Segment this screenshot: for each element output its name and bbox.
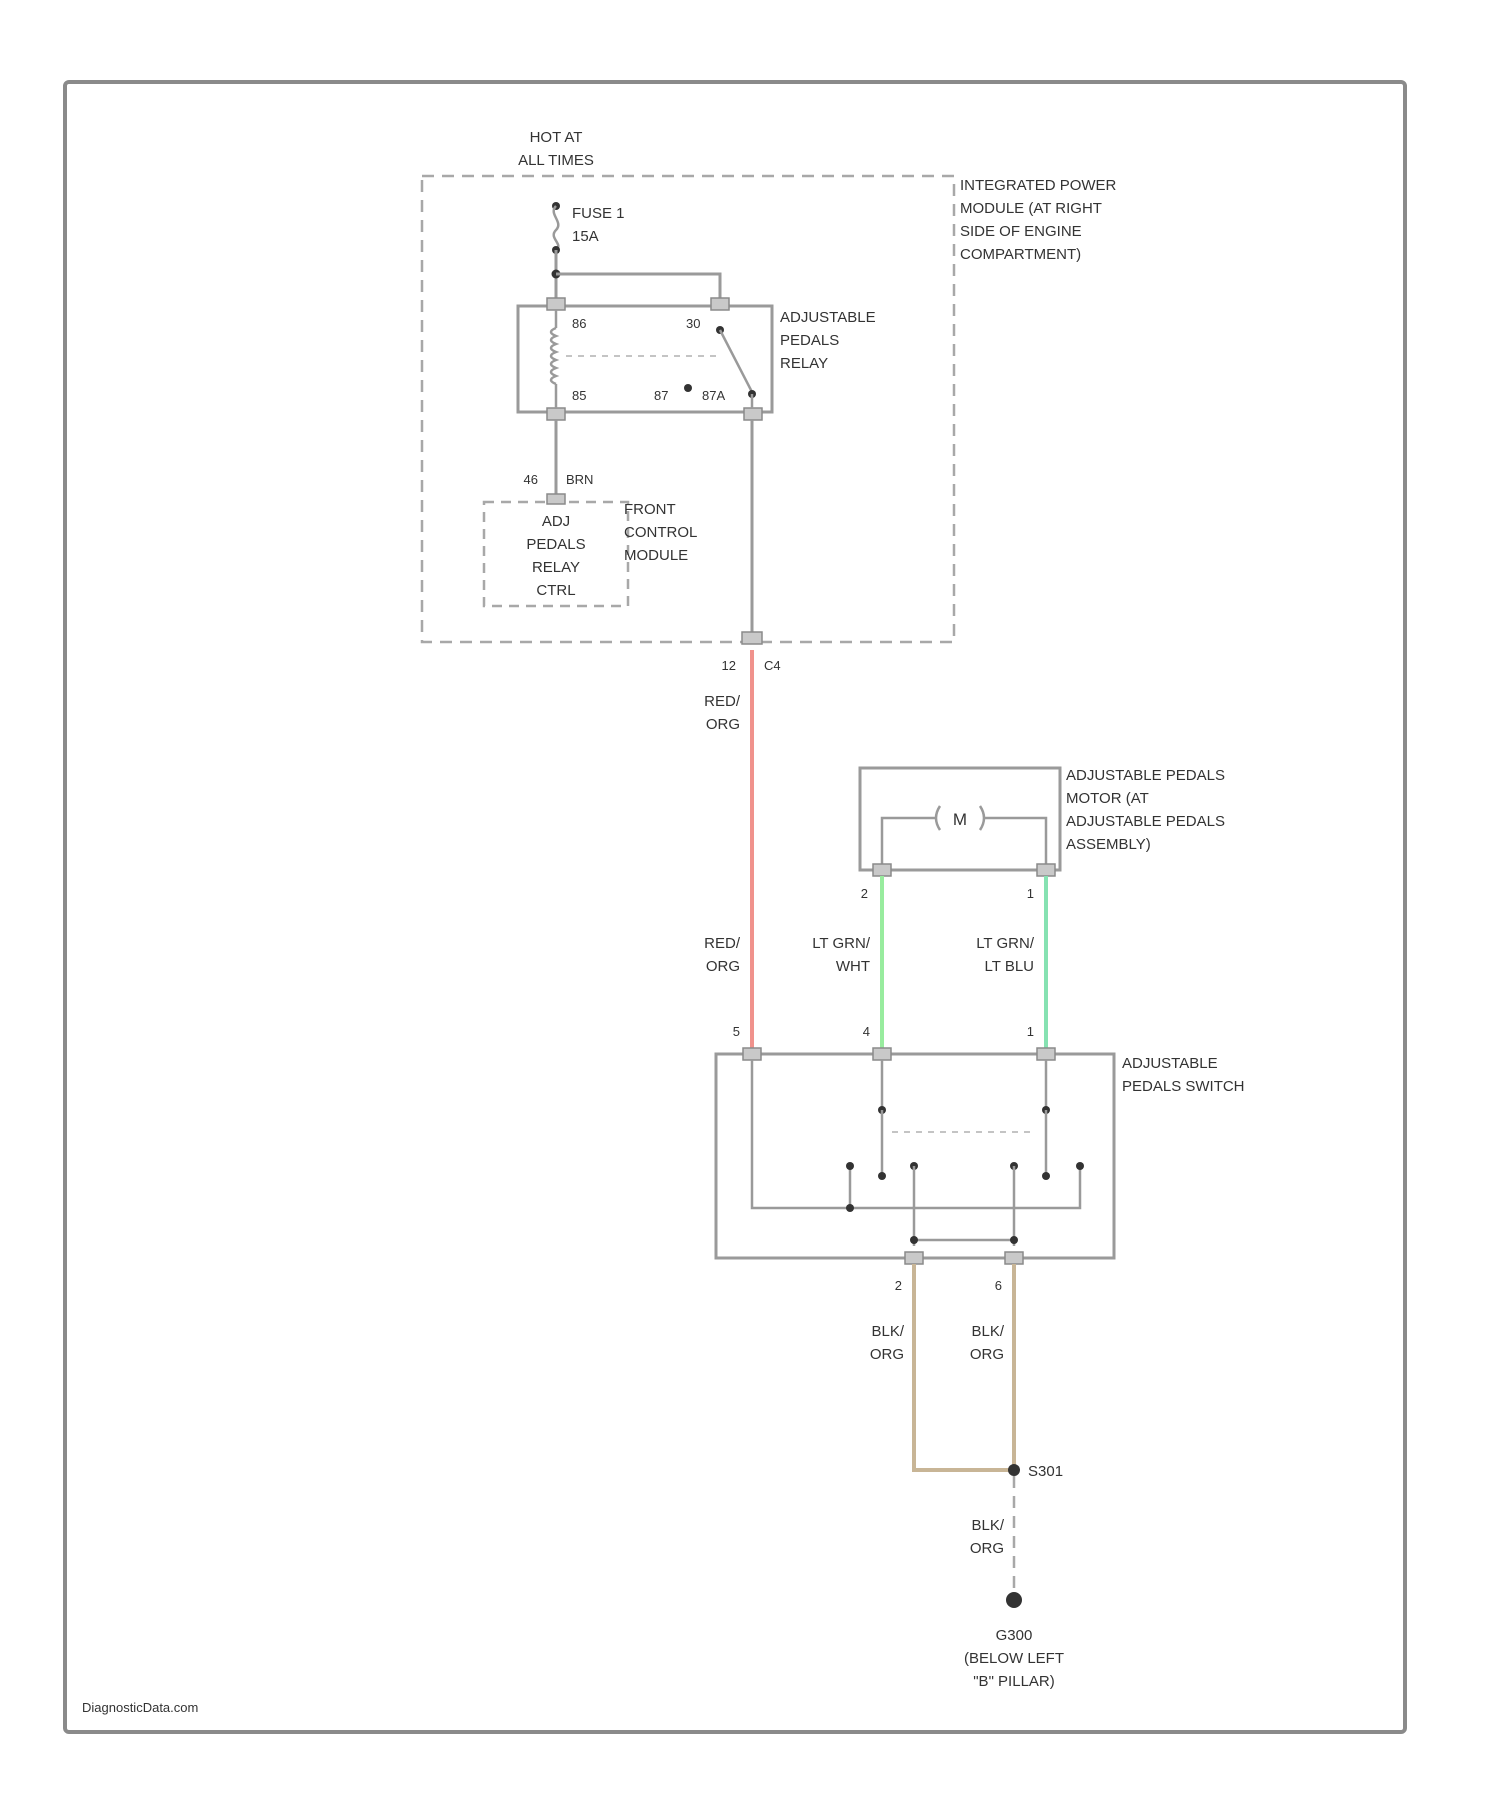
- lt-grn-lt-blu-label-line2: LT BLU: [985, 958, 1034, 975]
- switch-contact-1: [846, 1162, 854, 1170]
- relay-pin-30: 30: [686, 316, 700, 331]
- relay-ctrl-label-1: ADJ: [542, 513, 570, 530]
- relay-label-1: ADJUSTABLE: [780, 309, 876, 326]
- switch-label-2: PEDALS SWITCH: [1122, 1078, 1245, 1095]
- watermark: DiagnosticData.com: [82, 1700, 198, 1715]
- blk-org-label-1-line2: ORG: [870, 1346, 904, 1363]
- switch-pin-4-terminal: [873, 1048, 891, 1060]
- relay-pin-86-terminal: [547, 298, 565, 310]
- fuse-rating: 15A: [572, 228, 599, 245]
- switch-pin-2-terminal: [905, 1252, 923, 1264]
- c4-name: C4: [764, 658, 781, 673]
- relay-pin-85: 85: [572, 388, 586, 403]
- motor-label-4: ASSEMBLY): [1066, 836, 1151, 853]
- power-module-label-4: COMPARTMENT): [960, 246, 1081, 263]
- blk-org-label-3-line2: ORG: [970, 1540, 1004, 1557]
- switch-pin-bot-left: 2: [895, 1278, 902, 1293]
- switch-pin-5-terminal: [743, 1048, 761, 1060]
- relay-pin-30-terminal: [711, 298, 729, 310]
- switch-feed-junction: [846, 1204, 854, 1212]
- power-module-label-1: INTEGRATED POWER: [960, 177, 1117, 194]
- switch-contact-6: [1076, 1162, 1084, 1170]
- ground-location-line2: "B" PILLAR): [973, 1673, 1055, 1690]
- front-control-module-label-1: FRONT: [624, 501, 676, 518]
- relay-pin-87a-terminal: [744, 408, 762, 420]
- red-org-label-2-line1: RED/: [704, 935, 741, 952]
- motor-pin-right: 1: [1027, 886, 1034, 901]
- relay-pin-85-terminal: [547, 408, 565, 420]
- blk-org-label-2-line2: ORG: [970, 1346, 1004, 1363]
- motor-symbol: M: [953, 810, 967, 829]
- relay-pin-86: 86: [572, 316, 586, 331]
- switch-pin-top-mid: 4: [863, 1024, 870, 1039]
- lt-grn-wht-label-line1: LT GRN/: [812, 935, 871, 952]
- relay-ctrl-wire-color: BRN: [566, 472, 593, 487]
- power-module-label-2: MODULE (AT RIGHT: [960, 200, 1102, 217]
- switch-contact-2: [878, 1172, 886, 1180]
- blk-org-label-3-line1: BLK/: [971, 1517, 1004, 1534]
- red-org-label-1-line2: ORG: [706, 716, 740, 733]
- blk-org-label-2-line1: BLK/: [971, 1323, 1004, 1340]
- ground-g300-icon: [1006, 1592, 1022, 1608]
- lt-grn-wht-label-line2: WHT: [836, 958, 870, 975]
- red-org-label-1-line1: RED/: [704, 693, 741, 710]
- relay-label-2: PEDALS: [780, 332, 839, 349]
- relay-ctrl-terminal: [547, 494, 565, 504]
- relay-ctrl-label-3: RELAY: [532, 559, 580, 576]
- hot-at-all-times-line2: ALL TIMES: [518, 152, 594, 169]
- switch-pin-top-right: 1: [1027, 1024, 1034, 1039]
- motor-pin-left-terminal: [873, 864, 891, 876]
- switch-pin-top-left: 5: [733, 1024, 740, 1039]
- motor-pin-left: 2: [861, 886, 868, 901]
- power-module-label-3: SIDE OF ENGINE: [960, 223, 1082, 240]
- fuse-name: FUSE 1: [572, 205, 625, 222]
- splice-s301-dot: [1008, 1464, 1020, 1476]
- switch-label-1: ADJUSTABLE: [1122, 1055, 1218, 1072]
- switch-pin-6-terminal: [1005, 1252, 1023, 1264]
- c4-connector-terminal: [742, 632, 762, 644]
- switch-pin-bot-right: 6: [995, 1278, 1002, 1293]
- lt-grn-lt-blu-label-line1: LT GRN/: [976, 935, 1035, 952]
- relay-label-3: RELAY: [780, 355, 828, 372]
- front-control-module-label-2: CONTROL: [624, 524, 697, 541]
- relay-ctrl-label-2: PEDALS: [526, 536, 585, 553]
- switch-ground-junction-right: [1010, 1236, 1018, 1244]
- relay-ctrl-label-4: CTRL: [536, 582, 575, 599]
- blk-org-label-1-line1: BLK/: [871, 1323, 904, 1340]
- relay-pin-87a: 87A: [702, 388, 725, 403]
- relay-pin-87-contact: [684, 384, 692, 392]
- relay-ctrl-pin: 46: [524, 472, 538, 487]
- switch-pin-1-terminal: [1037, 1048, 1055, 1060]
- ground-g300: G300: [996, 1627, 1033, 1644]
- splice-s301: S301: [1028, 1463, 1063, 1480]
- motor-label-2: MOTOR (AT: [1066, 790, 1149, 807]
- switch-ground-junction-left: [910, 1236, 918, 1244]
- motor-pin-right-terminal: [1037, 864, 1055, 876]
- relay-pin-87: 87: [654, 388, 668, 403]
- red-org-label-2-line2: ORG: [706, 958, 740, 975]
- hot-at-all-times-line1: HOT AT: [530, 129, 583, 146]
- switch-contact-5: [1042, 1172, 1050, 1180]
- c4-pin: 12: [722, 658, 736, 673]
- ground-location-line1: (BELOW LEFT: [964, 1650, 1064, 1667]
- front-control-module-label-3: MODULE: [624, 547, 688, 564]
- motor-label-3: ADJUSTABLE PEDALS: [1066, 813, 1225, 830]
- motor-label-1: ADJUSTABLE PEDALS: [1066, 767, 1225, 784]
